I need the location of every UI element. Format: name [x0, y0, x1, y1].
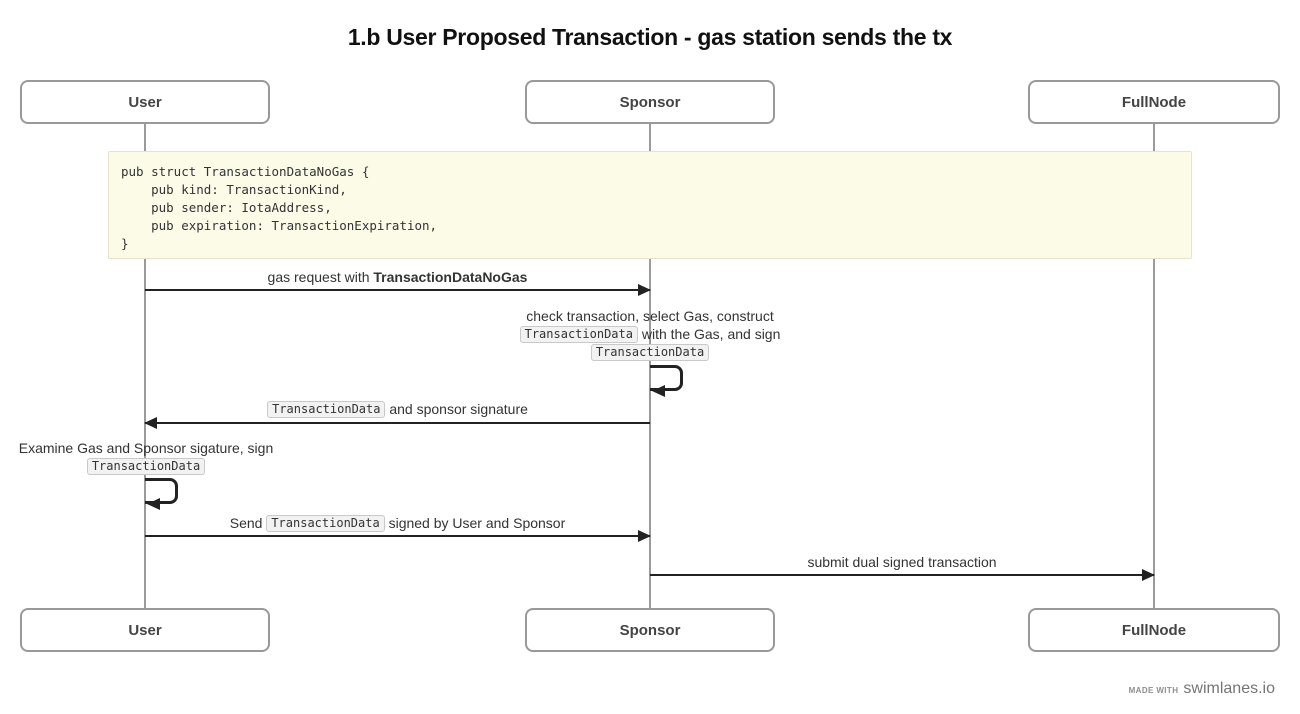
inline-code-chip: TransactionData — [86, 458, 206, 475]
actor-box-sponsor-bottom: Sponsor — [525, 608, 775, 652]
message-label: TransactionData and sponsor signature — [145, 400, 650, 418]
actor-label: FullNode — [1121, 93, 1187, 111]
message-text: Send — [229, 515, 267, 531]
message-text-bold: TransactionDataNoGas — [373, 269, 528, 285]
self-loop-sponsor-icon — [650, 365, 683, 391]
actor-label: Sponsor — [619, 93, 681, 111]
message-submit: submit dual signed transaction — [650, 553, 1155, 581]
inline-code-chip: TransactionData — [266, 515, 385, 532]
message-arrow-line — [144, 417, 650, 429]
message-label: submit dual signed transaction — [650, 553, 1154, 571]
arrowhead-right-icon — [638, 284, 651, 296]
message-gas-request: gas request with TransactionDataNoGas — [145, 268, 651, 296]
message-text: Examine Gas and Sponsor sigature, sign — [18, 440, 274, 456]
made-with-label: made with — [1128, 686, 1179, 695]
message-user-self-label: Examine Gas and Sponsor sigature, sign T… — [0, 439, 292, 475]
self-loop-user-icon — [145, 478, 178, 504]
message-send-signed: Send TransactionData signed by User and … — [145, 514, 651, 542]
message-arrow-line — [145, 284, 651, 296]
message-text: and sponsor signature — [385, 401, 528, 417]
message-sponsor-reply: TransactionData and sponsor signature — [144, 400, 650, 429]
message-text: submit dual signed transaction — [807, 554, 997, 570]
message-text: with the Gas, and sign — [637, 326, 781, 342]
inline-code-chip: TransactionData — [519, 326, 638, 343]
message-text: check transaction, select Gas, construct — [526, 308, 774, 324]
arrowhead-left-icon — [652, 385, 665, 397]
actor-box-fullnode-top: FullNode — [1028, 80, 1280, 124]
message-arrow-line — [145, 530, 651, 542]
inline-code-chip: TransactionData — [267, 401, 386, 418]
arrowhead-left-icon — [147, 498, 160, 510]
actor-label: FullNode — [1121, 621, 1187, 639]
arrowhead-right-icon — [638, 530, 651, 542]
actor-label: Sponsor — [619, 621, 681, 639]
diagram-title: 1.b User Proposed Transaction - gas stat… — [347, 24, 953, 50]
actor-box-user-top: User — [20, 80, 270, 124]
message-arrow-line — [650, 569, 1155, 581]
lifeline-user — [144, 124, 146, 608]
actor-label: User — [128, 621, 162, 639]
message-sponsor-self-label: check transaction, select Gas, construct… — [390, 307, 910, 361]
code-note: pub struct TransactionDataNoGas { pub ki… — [108, 151, 1192, 259]
inline-code-chip: TransactionData — [590, 344, 710, 361]
actor-box-sponsor-top: Sponsor — [525, 80, 775, 124]
message-label: gas request with TransactionDataNoGas — [145, 268, 650, 286]
message-label: Send TransactionData signed by User and … — [145, 514, 650, 532]
code-note-text: pub struct TransactionDataNoGas { pub ki… — [121, 164, 438, 251]
swimlanes-brand-link[interactable]: swimlanes.io — [1183, 680, 1275, 697]
message-text: gas request with — [267, 269, 374, 285]
lifeline-fullnode — [1153, 124, 1155, 608]
arrowhead-left-icon — [144, 417, 157, 429]
footer: made with swimlanes.io — [1129, 680, 1275, 698]
arrowhead-right-icon — [1142, 569, 1155, 581]
actor-box-fullnode-bottom: FullNode — [1028, 608, 1280, 652]
message-text: signed by User and Sponsor — [384, 515, 566, 531]
actor-label: User — [128, 93, 162, 111]
actor-box-user-bottom: User — [20, 608, 270, 652]
